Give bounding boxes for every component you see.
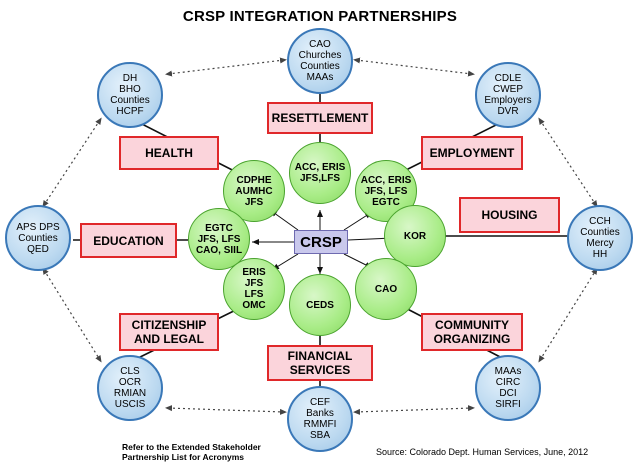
stakeholder-cluster-top-left: DH BHO Counties HCPF <box>97 62 163 128</box>
stakeholder-cluster-bottom-right: MAAs CIRC DCI SIRFI <box>475 355 541 421</box>
diagram-title: CRSP INTEGRATION PARTNERSHIPS <box>182 8 458 25</box>
area-label: EMPLOYMENT <box>429 146 515 160</box>
cluster-line: RMMFI <box>303 419 337 430</box>
area-community-organizing: COMMUNITY ORGANIZING <box>421 313 523 351</box>
cluster-line: CWEP <box>493 84 523 95</box>
cluster-line: SIRFI <box>495 399 521 410</box>
link-top-to-topleft <box>165 57 287 77</box>
cluster-line: APS DPS <box>16 221 60 233</box>
stakeholder-cluster-bottom-left: CLS OCR RMIAN USCIS <box>97 355 163 421</box>
cluster-line: USCIS <box>114 399 146 410</box>
crsp-hub: CRSP <box>294 230 348 254</box>
partner-line: EGTC <box>205 222 233 234</box>
stakeholder-cluster-top-right: CDLE CWEP Employers DVR <box>475 62 541 128</box>
partner-line: CAO, SIIL <box>195 244 243 256</box>
cluster-line: Counties <box>300 61 340 72</box>
partner-circle-bottom-right: CAO <box>355 258 417 320</box>
cluster-line: CDLE <box>494 73 522 84</box>
area-label: SERVICES <box>289 363 351 377</box>
link-bottomright-to-right <box>538 267 598 363</box>
partner-line: OMC <box>242 300 266 311</box>
cluster-line: Churches <box>298 50 342 61</box>
cluster-line: RMIAN <box>113 388 147 399</box>
area-citizenship-and-legal: CITIZENSHIP AND LEGAL <box>119 313 219 351</box>
partner-line: CAO <box>374 283 398 295</box>
cluster-line: BHO <box>119 84 141 95</box>
partner-line: KOR <box>403 230 427 242</box>
note-line: Partnership List for Acronyms <box>122 452 245 462</box>
cluster-line: DVR <box>497 106 519 117</box>
area-employment: EMPLOYMENT <box>421 136 523 170</box>
partner-line: JFS <box>244 196 264 208</box>
cluster-line: Counties <box>18 232 58 244</box>
partner-circle-top: ACC, ERIS JFS,LFS <box>289 142 351 204</box>
area-housing: HOUSING <box>459 197 560 233</box>
link-bottomleft-to-bottom <box>165 405 287 415</box>
link-right-to-topright <box>538 117 598 208</box>
area-label: HOUSING <box>481 208 538 222</box>
stakeholder-cluster-bottom: CEF Banks RMMFI SBA <box>287 386 353 452</box>
area-label: FINANCIAL <box>287 349 353 363</box>
stakeholder-cluster-right: CCH Counties Mercy HH <box>567 205 633 271</box>
area-education: EDUCATION <box>80 223 177 258</box>
stakeholder-cluster-top: CAO Churches Counties MAAs <box>287 28 353 94</box>
link-left-to-bottomleft <box>42 267 102 363</box>
area-label: CITIZENSHIP <box>131 318 207 332</box>
link-bottom-to-bottomright <box>353 405 475 415</box>
cluster-line: CLS <box>120 366 140 377</box>
area-label: RESETTLEMENT <box>271 111 369 125</box>
link-top-to-topright <box>353 57 475 77</box>
partner-line: JFS <box>244 278 264 289</box>
cluster-line: HCPF <box>116 106 144 117</box>
link-topleft-to-left <box>42 117 102 208</box>
partner-circle-bottom: CEDS <box>289 274 351 336</box>
cluster-line: Banks <box>306 408 334 419</box>
cluster-line: CEF <box>310 397 330 408</box>
partner-line: ACC, ERIS <box>360 174 412 186</box>
cluster-line: CIRC <box>495 377 521 388</box>
stakeholder-cluster-left: APS DPS Counties QED <box>5 205 71 271</box>
cluster-line: CAO <box>309 39 331 50</box>
cluster-line: DCI <box>499 388 517 399</box>
partner-line: JFS, LFS <box>197 233 241 245</box>
partner-circle-right: KOR <box>384 205 446 267</box>
area-label: ORGANIZING <box>433 332 511 346</box>
stakeholder-ring-links <box>42 57 598 415</box>
cluster-line: SBA <box>309 430 330 441</box>
area-financial-services: FINANCIAL SERVICES <box>267 345 373 381</box>
source-note: Source: Colorado Dept. Human Services, J… <box>376 447 589 457</box>
acronym-note: Refer to the Extended Stakeholder Partne… <box>122 442 261 462</box>
partner-line: ACC, ERIS <box>294 162 346 173</box>
partner-circle-left: EGTC JFS, LFS CAO, SIIL <box>188 208 250 270</box>
area-label: EDUCATION <box>93 233 164 248</box>
cluster-line: DH <box>122 73 138 84</box>
cluster-line: Counties <box>580 227 620 238</box>
partner-line: EGTC <box>372 196 400 208</box>
partner-line: CEDS <box>306 299 334 311</box>
cluster-line: HH <box>592 249 608 260</box>
partner-circle-bottom-left: ERIS JFS LFS OMC <box>223 258 285 320</box>
cluster-line: OCR <box>118 377 142 388</box>
cluster-line: MAAs <box>306 72 334 83</box>
cluster-line: Counties <box>110 95 150 106</box>
cluster-line: CCH <box>589 216 611 227</box>
cluster-line: MAAs <box>494 366 522 377</box>
cluster-line: QED <box>27 243 49 255</box>
cluster-line: Mercy <box>586 238 614 249</box>
area-health: HEALTH <box>119 136 219 170</box>
partner-line: ERIS <box>242 267 266 278</box>
partner-line: LFS <box>244 289 264 300</box>
area-resettlement: RESETTLEMENT <box>267 102 373 134</box>
partner-line: CDPHE <box>236 174 272 186</box>
partner-line: JFS,LFS <box>299 173 340 184</box>
cluster-line: Employers <box>484 95 532 106</box>
area-label: AND LEGAL <box>134 332 204 346</box>
note-line: Refer to the Extended Stakeholder <box>122 442 261 452</box>
area-label: HEALTH <box>145 146 193 160</box>
partner-line: AUMHC <box>235 185 273 197</box>
area-label: COMMUNITY <box>435 318 509 332</box>
partner-line: JFS, LFS <box>364 185 408 197</box>
